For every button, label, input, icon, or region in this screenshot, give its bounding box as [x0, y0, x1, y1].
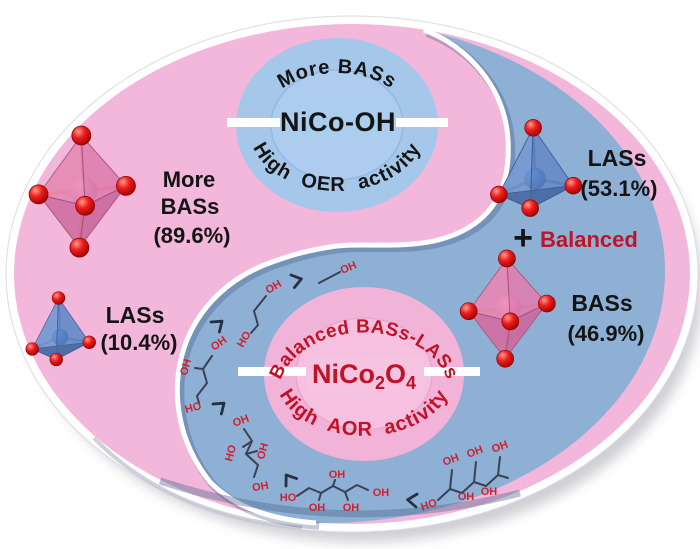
oer-circle: More BASs NiCo-OH High OER activity: [227, 38, 448, 212]
blue-side-labels: LASs (53.1%) + Balanced BASs (46.9%): [513, 145, 657, 346]
lass-right-label: LASs: [588, 145, 647, 171]
oer-label-bg: [280, 107, 396, 138]
molecule-sorbitol: HO OH OH OH OH OH: [419, 439, 510, 514]
molecule-methanol: OH: [318, 259, 359, 284]
oh-label: OH: [441, 452, 461, 469]
ho-label: HO: [419, 497, 439, 514]
oh-label: OH: [309, 502, 326, 514]
more-bass-line1: More: [163, 167, 216, 192]
molecule-erythritol: OH HO OH OH: [223, 413, 271, 495]
oh-label: OH: [251, 480, 269, 495]
oh-label: OH: [329, 469, 346, 481]
ho-label: HO: [280, 492, 297, 504]
oh-label: OH: [178, 358, 194, 377]
ho-label: HO: [223, 443, 239, 462]
aor-label-bg: [306, 356, 424, 391]
pink-side-labels: More BASs (89.6%) LASs (10.4%): [100, 167, 230, 355]
oh-label: OH: [339, 259, 359, 276]
lass-left-label: LASs: [106, 302, 165, 328]
balanced-label: Balanced: [540, 227, 638, 252]
bass-right-label: BASs: [571, 290, 632, 316]
molecule-xylitol: HO OH OH OH OH: [280, 469, 390, 514]
lass-right-pct: (53.1%): [580, 176, 657, 201]
lass-left-pct: (10.4%): [100, 330, 177, 355]
blue-bottom-shade: [158, 477, 521, 518]
oh-label: OH: [343, 502, 360, 514]
oh-label: OH: [490, 439, 510, 456]
oer-center-label: NiCo-OH: [280, 107, 396, 137]
aor-circle: Balanced BASs-LASs NiCo2O4 High AOR acti…: [238, 287, 480, 461]
aor-center-label: NiCo2O4: [312, 359, 416, 393]
rim-crescent: [92, 436, 303, 530]
oh-label: OH: [255, 442, 271, 461]
more-bass-line2: BASs: [161, 194, 220, 219]
more-bass-pct: (89.6%): [153, 223, 230, 248]
oh-label: OH: [231, 413, 251, 430]
ho-label: HO: [184, 400, 203, 416]
bass-right-pct: (46.9%): [567, 321, 644, 346]
plus-sign: +: [513, 219, 533, 257]
oh-label: OH: [465, 444, 485, 461]
oh-label: OH: [373, 487, 390, 499]
oh-label: OH: [458, 491, 475, 503]
oh-label: OH: [481, 486, 498, 498]
